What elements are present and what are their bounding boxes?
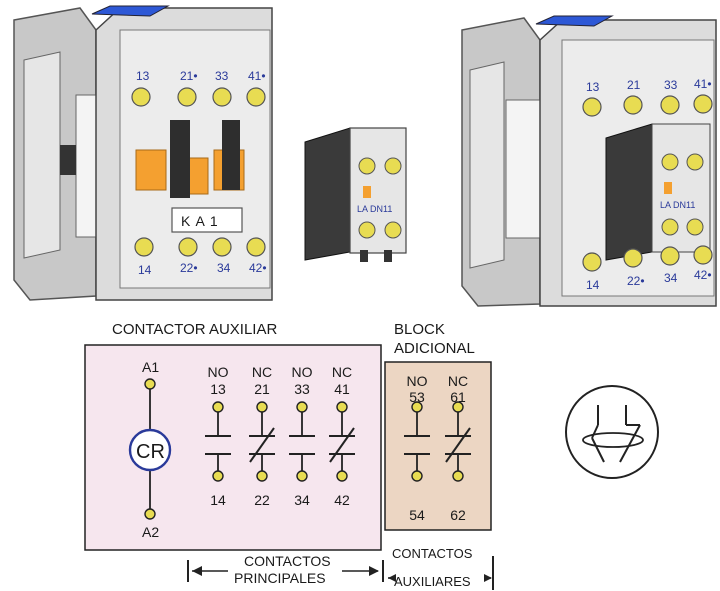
main-contact-bottom-0: 14 [210, 492, 226, 508]
bracket-aux [388, 556, 494, 590]
main-contact-bottom-1: 22 [254, 492, 270, 508]
coil-terminal-a1: A1 [142, 359, 159, 375]
right-top-terminal-3: 41• [694, 77, 712, 91]
main-terminal-top-1 [256, 401, 268, 413]
left-bottom-terminal-1: 22• [180, 261, 198, 275]
bracket-main-line2: PRINCIPALES [234, 570, 326, 586]
aux-contact-bottom-1: 62 [450, 507, 466, 523]
main-contact-top-1: 21 [254, 381, 270, 397]
right-contactor-image [461, 15, 717, 307]
main-contact-type-2: NO [292, 364, 313, 380]
main-contact-type-1: NC [252, 364, 272, 380]
main-terminal-top-3 [336, 401, 348, 413]
right-bottom-terminal-2: 34 [664, 271, 678, 285]
main-contact-top-0: 13 [210, 381, 226, 397]
main-terminal-top-0 [212, 401, 224, 413]
right-top-terminal-0: 13 [586, 80, 600, 94]
right-block-label: LA DN11 [660, 200, 695, 210]
coil-symbol [128, 378, 172, 520]
right-bottom-terminal-3: 42• [694, 268, 712, 282]
main-terminal-top-2 [296, 401, 308, 413]
bracket-main [187, 560, 384, 582]
aux-terminal-top-1 [452, 401, 464, 413]
right-top-terminal-1: 21 [627, 78, 641, 92]
aux-contacts-box [384, 361, 492, 531]
bracket-aux-line1: CONTACTOS [392, 546, 473, 561]
left-bottom-terminal-3: 42• [249, 261, 267, 275]
left-bottom-terminal-0: 14 [138, 263, 152, 277]
auxiliary-contact-symbol [565, 385, 659, 479]
aux-contact-0 [404, 401, 430, 482]
main-contact-type-3: NC [332, 364, 352, 380]
aux-contact-1 [445, 401, 471, 482]
aux-terminal-top-0 [411, 401, 423, 413]
block-title-line1: BLOCK [394, 321, 445, 338]
aux-terminal-bottom-0 [411, 470, 423, 482]
main-terminal-bottom-1 [256, 470, 268, 482]
main-contact-top-2: 33 [294, 381, 310, 397]
main-contact-2 [289, 401, 315, 482]
aux-contact-bottom-0: 54 [409, 507, 425, 523]
right-top-terminal-2: 33 [664, 78, 678, 92]
aux-contact-type-0: NO [407, 373, 428, 389]
main-contact-top-3: 41 [334, 381, 350, 397]
main-terminal-bottom-3 [336, 470, 348, 482]
bracket-aux-line2: AUXILIARES [394, 574, 471, 589]
aux-contact-type-1: NC [448, 373, 468, 389]
left-top-terminal-0: 13 [136, 69, 150, 83]
left-top-terminal-3: 41• [248, 69, 266, 83]
main-contact-0 [205, 401, 231, 482]
left-top-terminal-1: 21• [180, 69, 198, 83]
main-terminal-bottom-0 [212, 470, 224, 482]
left-label-plate: K A 1 [181, 213, 219, 229]
main-terminal-bottom-2 [296, 470, 308, 482]
coil-label: CR [136, 441, 165, 463]
aux-terminal-bottom-1 [452, 470, 464, 482]
diagram-main-title: CONTACTOR AUXILIAR [112, 321, 277, 338]
main-contact-type-0: NO [208, 364, 229, 380]
main-contact-3 [329, 401, 355, 482]
aux-contact-top-0: 53 [409, 389, 425, 405]
main-contact-1 [249, 401, 275, 482]
main-contact-bottom-2: 34 [294, 492, 310, 508]
bracket-main-line1: CONTACTOS [244, 553, 331, 569]
left-contactor-image [13, 5, 273, 301]
right-bottom-terminal-1: 22• [627, 274, 645, 288]
left-top-terminal-2: 33 [215, 69, 229, 83]
main-contact-bottom-3: 42 [334, 492, 350, 508]
right-bottom-terminal-0: 14 [586, 278, 600, 292]
aux-block-image [304, 127, 407, 262]
coil-terminal-a2: A2 [142, 524, 159, 540]
block-title-line2: ADICIONAL [394, 340, 475, 357]
left-bottom-terminal-2: 34 [217, 261, 231, 275]
aux-block-label: LA DN11 [357, 204, 392, 214]
aux-contact-top-1: 61 [450, 389, 466, 405]
